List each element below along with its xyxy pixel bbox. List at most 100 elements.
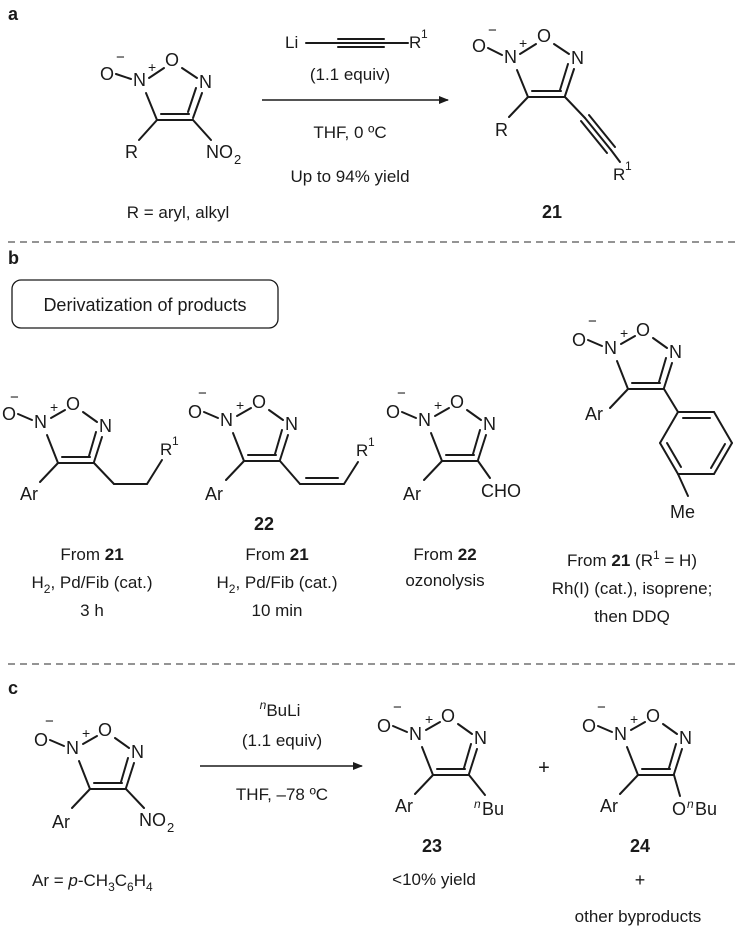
svg-text:n: n bbox=[474, 797, 481, 811]
svg-text:O: O bbox=[34, 730, 48, 750]
caption-derivative-4: From 21 (R1 = H) Rh(I) (cat.), isoprene;… bbox=[552, 548, 713, 626]
svg-text:N: N bbox=[285, 414, 298, 434]
svg-text:R: R bbox=[125, 142, 138, 162]
alkynyllithium-reagent: Li R 1 bbox=[285, 27, 428, 52]
svg-text:O: O bbox=[672, 799, 686, 819]
caption-derivative-3: From 22 ozonolysis bbox=[405, 545, 484, 590]
svg-text:N: N bbox=[409, 724, 422, 744]
svg-text:−: − bbox=[10, 389, 19, 406]
compound-label-24: 24 bbox=[630, 836, 650, 856]
svg-text:R: R bbox=[495, 120, 508, 140]
svg-text:+: + bbox=[82, 725, 90, 741]
panel-label-b: b bbox=[8, 248, 19, 268]
svg-text:O: O bbox=[441, 706, 455, 726]
reagent-equiv-c: (1.1 equiv) bbox=[242, 731, 322, 750]
svg-text:+: + bbox=[434, 397, 442, 413]
svg-text:N: N bbox=[220, 410, 233, 430]
svg-text:O: O bbox=[450, 392, 464, 412]
svg-text:O: O bbox=[188, 402, 202, 422]
svg-text:ozonolysis: ozonolysis bbox=[405, 571, 484, 590]
svg-text:N: N bbox=[614, 724, 627, 744]
svg-text:H2, Pd/Fib (cat.): H2, Pd/Fib (cat.) bbox=[217, 573, 338, 596]
svg-text:+: + bbox=[148, 59, 156, 75]
svg-text:H2, Pd/Fib (cat.): H2, Pd/Fib (cat.) bbox=[32, 573, 153, 596]
svg-text:N: N bbox=[34, 412, 47, 432]
svg-text:1: 1 bbox=[172, 434, 179, 448]
derivative-alkenyl-furoxan-22: − O N + O N Ar R 1 bbox=[188, 385, 375, 504]
svg-text:O: O bbox=[472, 36, 486, 56]
svg-text:10 min: 10 min bbox=[251, 601, 302, 620]
svg-text:Bu: Bu bbox=[695, 799, 717, 819]
svg-text:From 21 (R1 = H): From 21 (R1 = H) bbox=[567, 548, 697, 570]
svg-text:1: 1 bbox=[368, 435, 375, 449]
product-butylfuroxan-23: − O N + O N Ar n Bu bbox=[377, 699, 504, 819]
svg-text:O: O bbox=[646, 706, 660, 726]
svg-text:From 21: From 21 bbox=[245, 545, 308, 564]
svg-text:−: − bbox=[397, 385, 406, 402]
conditions-a: THF, 0 ºC bbox=[313, 123, 386, 142]
svg-text:N: N bbox=[679, 728, 692, 748]
derivatization-header-box bbox=[11, 279, 279, 329]
conditions-c: THF, –78 ºC bbox=[236, 785, 328, 804]
svg-text:N: N bbox=[483, 414, 496, 434]
caption-derivative-1: From 21 H2, Pd/Fib (cat.) 3 h bbox=[32, 545, 153, 620]
svg-text:O: O bbox=[66, 394, 80, 414]
svg-text:Rh(I) (cat.), isoprene;: Rh(I) (cat.), isoprene; bbox=[552, 579, 713, 598]
svg-text:O: O bbox=[377, 716, 391, 736]
svg-text:−: − bbox=[588, 313, 597, 330]
derivative-alkyl-furoxan: − O N + O N Ar R 1 bbox=[2, 389, 179, 504]
svg-text:O: O bbox=[100, 64, 114, 84]
reagent-nbuli: nBuLi bbox=[260, 698, 301, 720]
svg-text:+: + bbox=[519, 35, 527, 51]
compound-label-23: 23 bbox=[422, 836, 442, 856]
derivative-aryl-furoxan: − O N + O N Ar Me bbox=[572, 313, 733, 522]
caption-derivative-2: From 21 H2, Pd/Fib (cat.) 10 min bbox=[217, 545, 338, 620]
svg-text:2: 2 bbox=[234, 152, 241, 167]
svg-text:From 21: From 21 bbox=[60, 545, 123, 564]
svg-text:CHO: CHO bbox=[481, 481, 521, 501]
svg-text:O: O bbox=[98, 720, 112, 740]
product-butoxyfuroxan-24: − O N + O N Ar O n Bu bbox=[582, 699, 717, 819]
svg-text:N: N bbox=[199, 72, 212, 92]
svg-text:N: N bbox=[131, 742, 144, 762]
svg-text:N: N bbox=[504, 47, 517, 67]
compound-label-21: 21 bbox=[542, 202, 562, 222]
svg-text:−: − bbox=[393, 699, 402, 716]
compound-label-22: 22 bbox=[254, 514, 274, 534]
svg-text:N: N bbox=[474, 728, 487, 748]
svg-text:−: − bbox=[198, 385, 207, 402]
derivative-formyl-furoxan: − O N + O N Ar CHO bbox=[386, 385, 521, 504]
svg-text:R: R bbox=[409, 33, 421, 52]
reactant-aryl-nitrofuroxan: − O N + O N Ar NO 2 bbox=[34, 713, 174, 835]
svg-text:Ar: Ar bbox=[585, 404, 603, 424]
svg-text:N: N bbox=[571, 48, 584, 68]
svg-text:R: R bbox=[160, 440, 172, 459]
svg-text:N: N bbox=[604, 338, 617, 358]
other-byproducts: other byproducts bbox=[575, 907, 702, 926]
svg-text:Ar: Ar bbox=[395, 796, 413, 816]
svg-text:R: R bbox=[613, 165, 625, 184]
product-alkynylfuroxan-21: − O N + O N R R 1 bbox=[472, 22, 632, 184]
svg-text:+: + bbox=[50, 399, 58, 415]
substituent-note: R = aryl, alkyl bbox=[127, 203, 230, 222]
svg-text:−: − bbox=[488, 22, 497, 39]
plus-sign: + bbox=[538, 757, 550, 779]
svg-text:N: N bbox=[99, 416, 112, 436]
svg-text:O: O bbox=[537, 26, 551, 46]
svg-text:then DDQ: then DDQ bbox=[594, 607, 670, 626]
svg-text:2: 2 bbox=[167, 820, 174, 835]
aryl-definition: Ar = p-CH3C6H4 bbox=[32, 871, 153, 894]
svg-text:Ar: Ar bbox=[205, 484, 223, 504]
reagent-equiv-a: (1.1 equiv) bbox=[310, 65, 390, 84]
svg-text:N: N bbox=[66, 738, 79, 758]
svg-text:N: N bbox=[133, 70, 146, 90]
svg-text:O: O bbox=[252, 392, 266, 412]
svg-text:R: R bbox=[356, 441, 368, 460]
svg-text:NO: NO bbox=[139, 810, 166, 830]
svg-text:From 22: From 22 bbox=[413, 545, 476, 564]
plus-byproducts: + bbox=[635, 870, 646, 890]
reactant-nitrofuroxan: − O N + O N R NO 2 bbox=[100, 49, 241, 167]
yield-23: <10% yield bbox=[392, 870, 476, 889]
svg-text:O: O bbox=[636, 320, 650, 340]
